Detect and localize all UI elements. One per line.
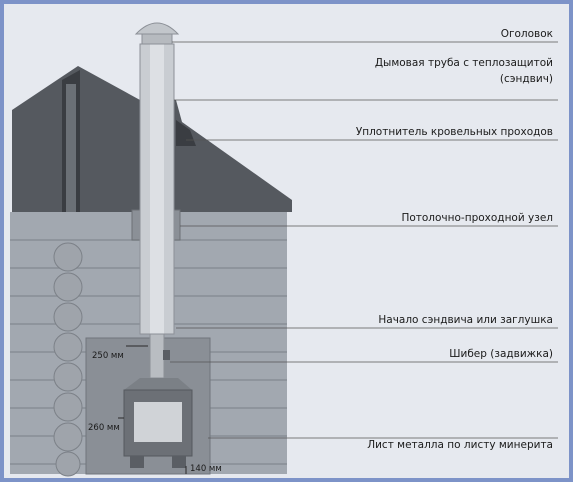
dimension-260: 260 мм <box>88 423 120 433</box>
dimension-250: 250 мм <box>92 351 124 361</box>
label-roof-seal: Уплотнитель кровельных проходов <box>356 126 553 138</box>
damper-handle <box>163 350 170 360</box>
chimney-pipe <box>139 43 175 379</box>
leader-lines <box>170 41 558 439</box>
log-ends <box>53 242 83 477</box>
label-chimney-line2: (сэндвич) <box>500 73 553 85</box>
chimney-cap <box>134 22 180 45</box>
label-damper: Шибер (задвижка) <box>449 348 553 360</box>
dimension-marks <box>118 345 187 474</box>
stove <box>123 378 193 468</box>
dimension-140: 140 мм <box>190 464 222 474</box>
label-ceiling-unit: Потолочно-проходной узел <box>401 212 553 224</box>
label-chimney-line1: Дымовая труба с теплозащитой <box>375 57 553 69</box>
label-sandwich-start: Начало сэндвича или заглушка <box>378 314 553 326</box>
label-cap: Оголовок <box>501 28 553 40</box>
label-metal-sheet: Лист металла по листу минерита <box>367 439 553 451</box>
